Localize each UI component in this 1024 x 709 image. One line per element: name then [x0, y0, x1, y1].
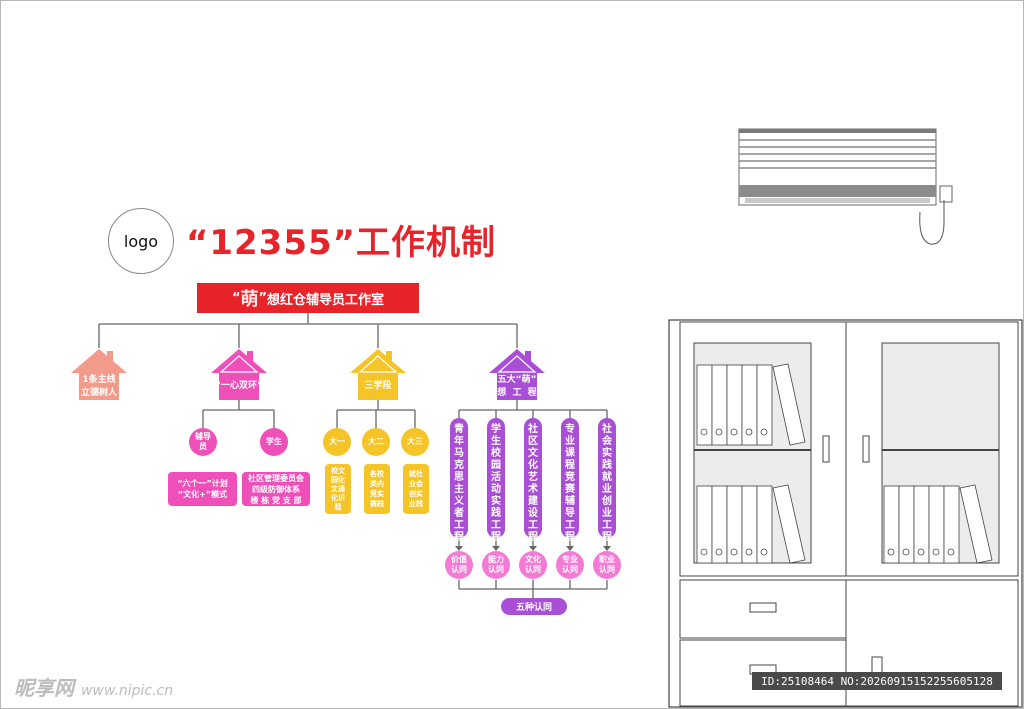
house-icon-salmon	[71, 349, 127, 400]
pink-circle-1: 辅导 员	[189, 428, 217, 456]
house-icon-purple	[489, 349, 545, 400]
house-icon-pink	[211, 349, 267, 400]
pink-circle-2: 学生	[260, 428, 288, 456]
yellow-box-2: 各校 类内 竞实 赛践	[364, 464, 390, 514]
house-label-3: 三学段	[364, 381, 392, 391]
house-label-2: “一心双环”	[215, 381, 263, 391]
identity-circle-3: 文化 认同	[519, 551, 547, 579]
logo: logo	[108, 208, 174, 274]
house-icon-yellow	[350, 349, 406, 400]
purple-project-3: 社区文化艺术建设工程	[524, 418, 542, 543]
yellow-box-3: 就社 业会 创实 业践	[403, 464, 429, 514]
page-title: “12355”工作机制	[186, 223, 496, 263]
identity-circle-1: 价值 认同	[445, 551, 473, 579]
banner: “萌”想红仓辅导员工作室	[197, 283, 419, 313]
house-label-1: 1条主线 立德树人	[80, 375, 117, 398]
pink-box-2: 社区管理委员会 四级防御体系 楼 栋 党 支 部	[242, 472, 310, 506]
image-id-label: ID:25108464 NO:20260915152255605128	[752, 672, 1002, 690]
banner-quote-open: “	[231, 290, 241, 306]
yellow-box-1: 校文 园化 文通 化识 程	[325, 464, 351, 514]
banner-meng: 萌	[240, 289, 259, 310]
yellow-circle-2: 大二	[362, 428, 390, 456]
summary-pill: 五种认同	[501, 598, 567, 615]
banner-quote-close: ”	[258, 290, 268, 306]
identity-circle-4: 专业 认同	[556, 551, 584, 579]
watermark-main: 昵享网	[14, 676, 74, 700]
purple-project-4: 专业课程竞赛辅导工程	[561, 418, 579, 543]
purple-project-1: 青年马克思主义者工程	[450, 418, 468, 543]
watermark: 昵享网 www.nipic.cn	[14, 672, 173, 701]
purple-project-2: 学生校园活动实践工程	[487, 418, 505, 543]
identity-circle-2: 能力 认同	[482, 551, 510, 579]
logo-label: logo	[123, 231, 159, 251]
house-label-4: 五大“萌” 想 工 程	[497, 375, 537, 398]
watermark-url: www.nipic.cn	[80, 683, 174, 699]
identity-circle-5: 职业 认同	[593, 551, 621, 579]
yellow-circle-1: 大一	[323, 428, 351, 456]
pink-box-1: “六个一”计划 “文化+”模式	[168, 472, 237, 506]
banner-text: 想红仓辅导员工作室	[267, 292, 385, 308]
purple-project-5: 社会实践就业创业工程	[598, 418, 616, 543]
yellow-circle-3: 大三	[401, 428, 429, 456]
